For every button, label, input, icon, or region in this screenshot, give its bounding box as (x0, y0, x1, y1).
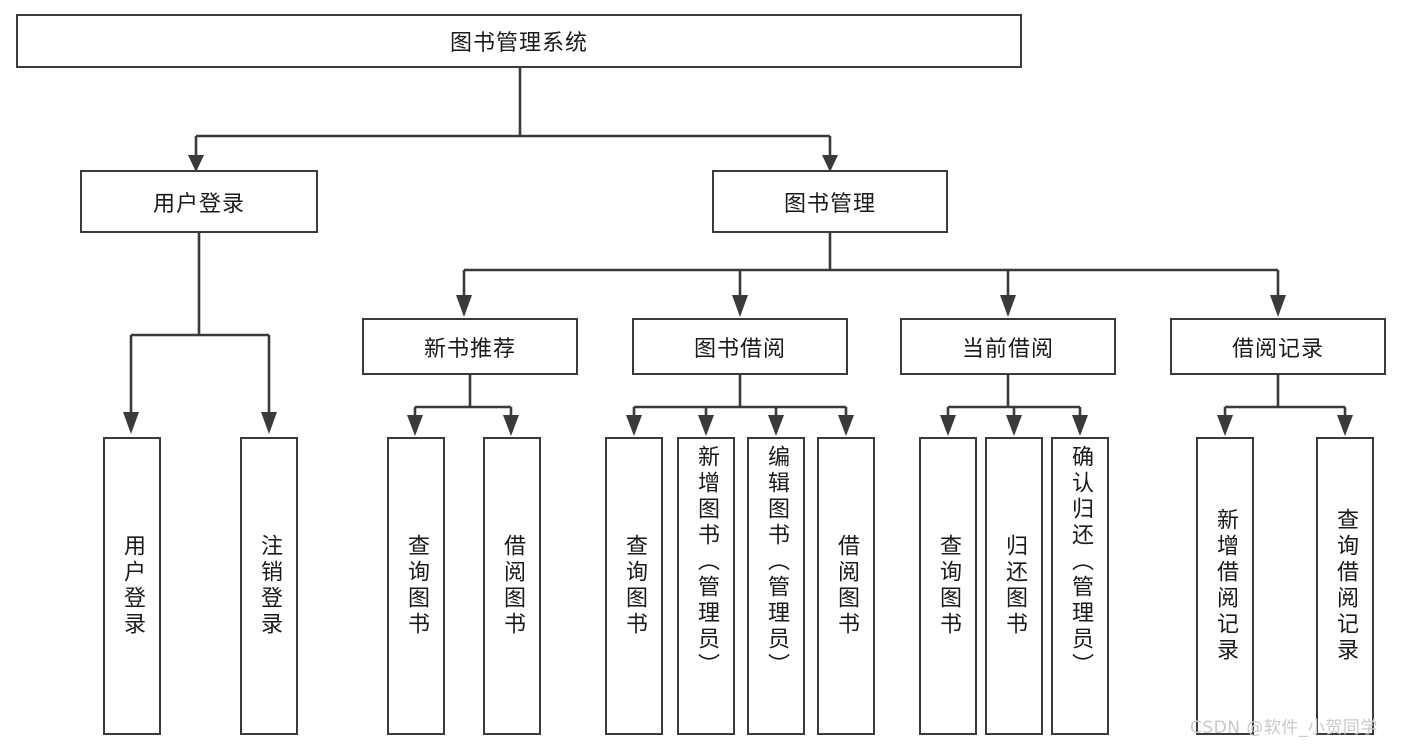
node-user-login-label: 用户登录 (152, 191, 245, 217)
node-leaf-return-book[interactable]: 归还图书 (985, 437, 1043, 735)
node-book-borrow[interactable]: 图书借阅 (632, 318, 848, 375)
node-leaf-add-book-label: 新增图书（管理员） (694, 445, 719, 679)
node-user-login[interactable]: 用户登录 (80, 170, 318, 233)
node-current-borrow-label: 当前借阅 (961, 336, 1054, 362)
node-leaf-borrow-book-2[interactable]: 借阅图书 (817, 437, 875, 735)
arrowhead-book-borrow (732, 295, 748, 317)
node-leaf-query-record-label: 查询借阅记录 (1333, 508, 1358, 664)
node-leaf-add-book[interactable]: 新增图书（管理员） (677, 437, 735, 735)
node-root[interactable]: 图书管理系统 (16, 14, 1022, 68)
node-leaf-query-book-3[interactable]: 查询图书 (919, 437, 977, 735)
node-leaf-borrow-book-1[interactable]: 借阅图书 (483, 437, 541, 735)
arrowhead-leaf-logout (261, 412, 277, 434)
node-leaf-query-book-2-label: 查询图书 (622, 534, 647, 638)
node-book-management-label: 图书管理 (783, 191, 876, 217)
arrowhead-newbook-l2 (503, 415, 519, 436)
arrowhead-borrowrecord-l2 (1337, 415, 1353, 436)
arrowhead-newbook-l1 (407, 415, 423, 436)
node-leaf-query-book-2[interactable]: 查询图书 (605, 437, 663, 735)
arrowhead-leaf-user-login (123, 412, 139, 434)
node-leaf-query-book-1-label: 查询图书 (404, 534, 429, 638)
arrowhead-borrowrecord-l1 (1217, 415, 1233, 436)
node-leaf-edit-book[interactable]: 编辑图书（管理员） (747, 437, 805, 735)
arrowhead-currentborrow-l1 (940, 415, 956, 436)
node-book-borrow-label: 图书借阅 (693, 336, 786, 362)
arrowhead-borrow-record (1270, 295, 1286, 317)
node-leaf-logout[interactable]: 注销登录 (240, 437, 298, 735)
node-borrow-record-label: 借阅记录 (1231, 336, 1324, 362)
arrowhead-bookborrow-l2 (698, 415, 714, 436)
node-leaf-confirm-return[interactable]: 确认归还（管理员） (1051, 437, 1109, 735)
arrowhead-bookborrow-l4 (838, 415, 854, 436)
node-leaf-borrow-book-2-label: 借阅图书 (834, 534, 859, 638)
node-leaf-return-book-label: 归还图书 (1002, 534, 1027, 638)
node-leaf-confirm-return-label: 确认归还（管理员） (1068, 445, 1093, 679)
node-leaf-logout-label: 注销登录 (257, 534, 282, 638)
arrowhead-currentborrow-l3 (1072, 415, 1088, 436)
node-leaf-borrow-book-1-label: 借阅图书 (500, 534, 525, 638)
node-leaf-edit-book-label: 编辑图书（管理员） (764, 445, 789, 679)
node-book-management[interactable]: 图书管理 (712, 170, 948, 233)
arrowhead-current-borrow (1000, 295, 1016, 317)
node-root-label: 图书管理系统 (449, 31, 588, 56)
node-leaf-query-record[interactable]: 查询借阅记录 (1316, 437, 1374, 735)
node-borrow-record[interactable]: 借阅记录 (1170, 318, 1386, 375)
node-current-borrow[interactable]: 当前借阅 (900, 318, 1116, 375)
node-new-book-recommend-label: 新书推荐 (423, 336, 516, 362)
node-leaf-user-login[interactable]: 用户登录 (103, 437, 161, 735)
arrowhead-bookborrow-l3 (768, 415, 784, 436)
arrowhead-bookborrow-l1 (626, 415, 642, 436)
node-leaf-query-book-1[interactable]: 查询图书 (387, 437, 445, 735)
node-leaf-user-login-label: 用户登录 (120, 534, 145, 638)
node-new-book-recommend[interactable]: 新书推荐 (362, 318, 578, 375)
node-leaf-add-record[interactable]: 新增借阅记录 (1196, 437, 1254, 735)
arrowhead-new-book (456, 295, 472, 317)
node-leaf-query-book-3-label: 查询图书 (936, 534, 961, 638)
arrowhead-currentborrow-l2 (1006, 415, 1022, 436)
node-leaf-add-record-label: 新增借阅记录 (1213, 508, 1238, 664)
